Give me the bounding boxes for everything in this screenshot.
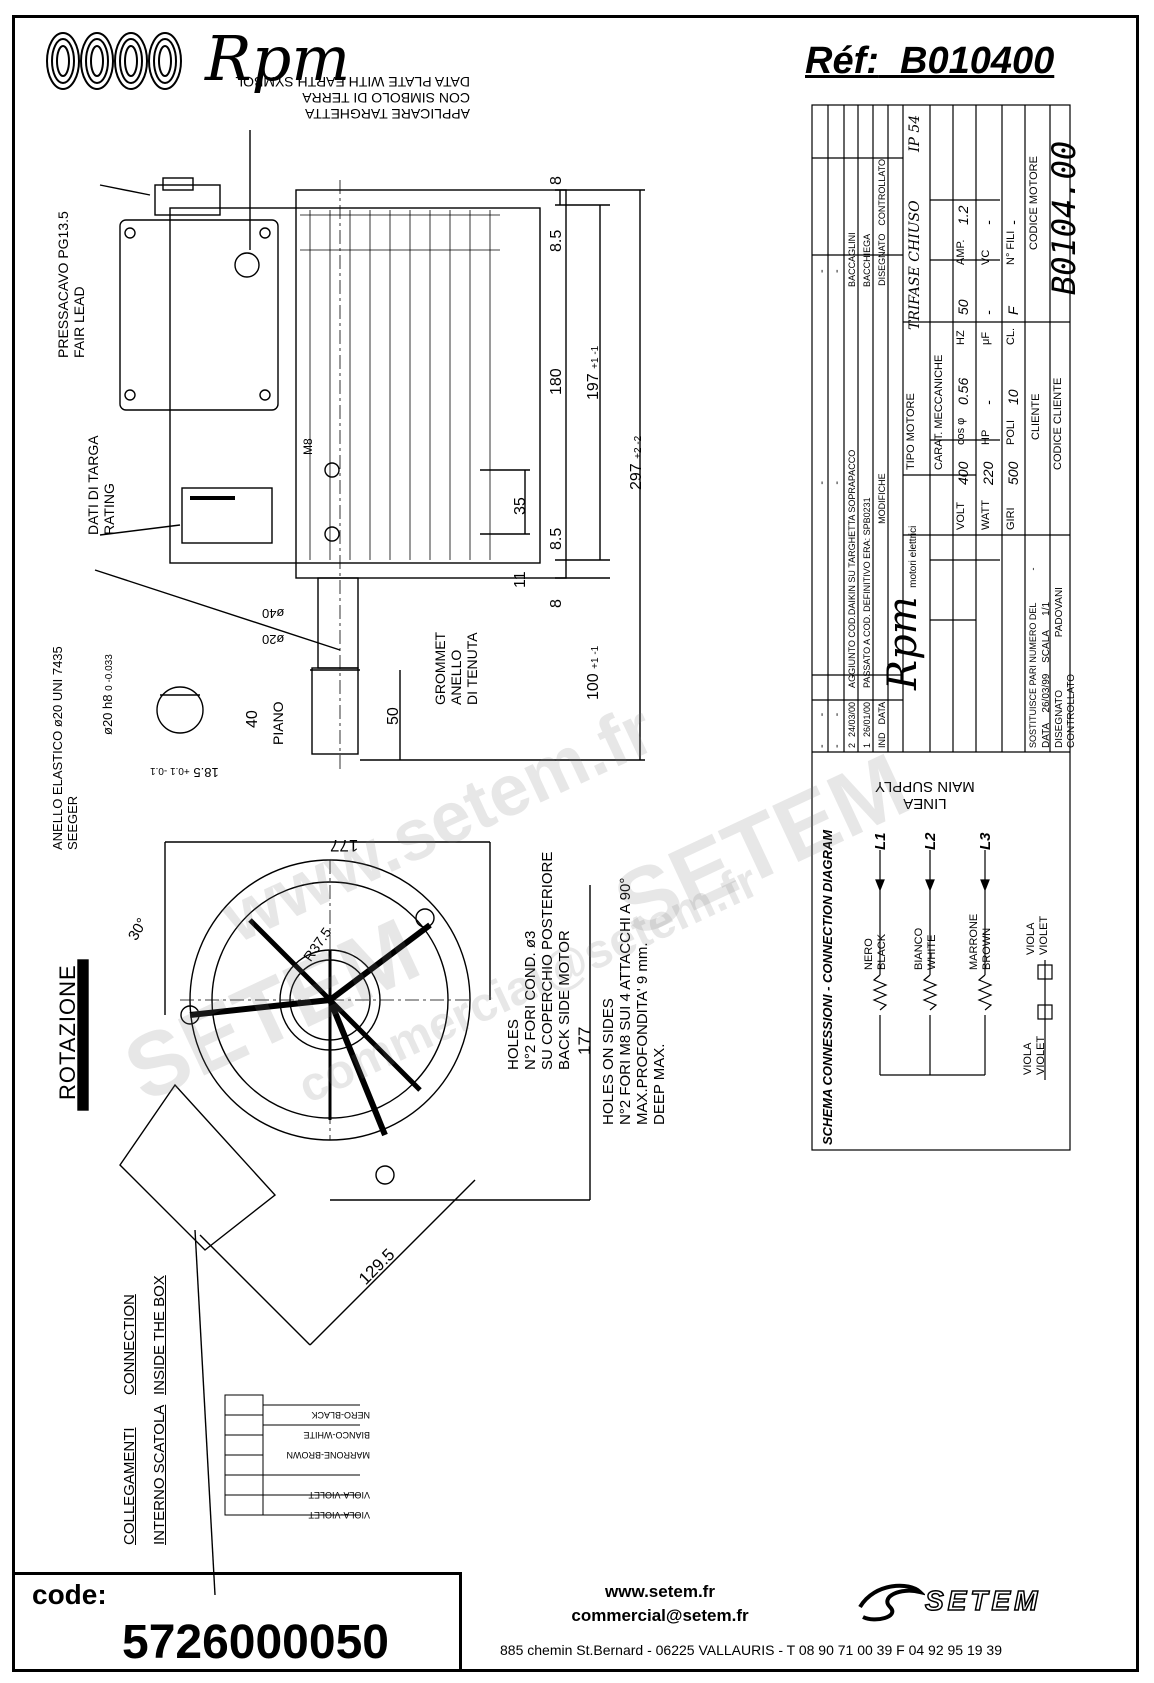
ref-label: Réf: [805, 40, 879, 82]
phase-l1: L1 [872, 832, 889, 850]
drawing-frame [12, 15, 1139, 1672]
linea-line-2: MAIN SUPPLY [875, 778, 975, 795]
rpm-coil-icon [46, 32, 182, 90]
cable-gland [154, 184, 221, 216]
wire-brown: MARRONE BROWN [968, 914, 994, 970]
front-terminal-box [119, 1083, 277, 1251]
linea-line-1: LINEA [903, 795, 947, 812]
viola-top-en: VIOLET [1038, 915, 1050, 955]
rpm-logo: Rpm [45, 22, 365, 98]
motor-body-outline [169, 207, 541, 564]
rpm-brand-text: Rpm [205, 22, 351, 95]
ref-heading: Réf: B010400 [805, 40, 1054, 83]
viola-bottom: VIOLA VIOLET [1022, 1036, 1048, 1075]
setem-logo-text: SETEM [924, 1584, 1042, 1617]
wire-white-it: BIANCO [913, 927, 925, 970]
motor-shaft [311, 667, 359, 755]
website-link[interactable]: www.setem.fr [605, 1582, 715, 1601]
earth-symbol-icon [234, 252, 260, 278]
wire-white: BIANCO WHITE [913, 928, 939, 970]
contact-block: www.setem.fr commercial@setem.fr [560, 1580, 760, 1628]
wire-black: NERO BLACK [863, 934, 889, 970]
viola-top-it: VIOLA [1025, 922, 1037, 955]
setem-swoosh-icon [858, 1583, 927, 1622]
motor-housing [295, 189, 567, 579]
code-value: 5726000050 [122, 1616, 389, 1669]
coil-white [922, 974, 938, 1011]
ref-value: B010400 [900, 40, 1055, 82]
phase-l3: L3 [977, 832, 994, 850]
code-box: code: 5726000050 [12, 1572, 462, 1672]
coil-brown [977, 974, 993, 1011]
address-line: 885 chemin St.Bernard - 06225 VALLAURIS … [500, 1642, 1002, 1658]
wire-black-it: NERO [863, 938, 875, 970]
wire-brown-it: MARRONE [968, 913, 980, 970]
wire-white-en: WHITE [926, 934, 938, 970]
linea-label: LINEA MAIN SUPPLY [875, 778, 975, 812]
rating-plate [181, 487, 273, 544]
viola-bottom-it: VIOLA [1022, 1042, 1034, 1075]
viola-bottom-en: VIOLET [1035, 1035, 1047, 1075]
wire-brown-en: BROWN [981, 927, 993, 970]
schema-title: SCHEMA CONNESSIONI - CONNECTION DIAGRAM [820, 829, 835, 1145]
coil-black [872, 974, 888, 1011]
email-link[interactable]: commercial@setem.fr [571, 1606, 749, 1625]
phase-l2: L2 [922, 832, 939, 850]
wire-black-en: BLACK [876, 933, 888, 970]
terminal-box [119, 219, 279, 411]
setem-logo: SETEM [855, 1577, 1115, 1627]
shaft-section [156, 686, 204, 734]
viola-top: VIOLA VIOLET [1025, 916, 1051, 955]
code-label: code: [32, 1579, 107, 1610]
